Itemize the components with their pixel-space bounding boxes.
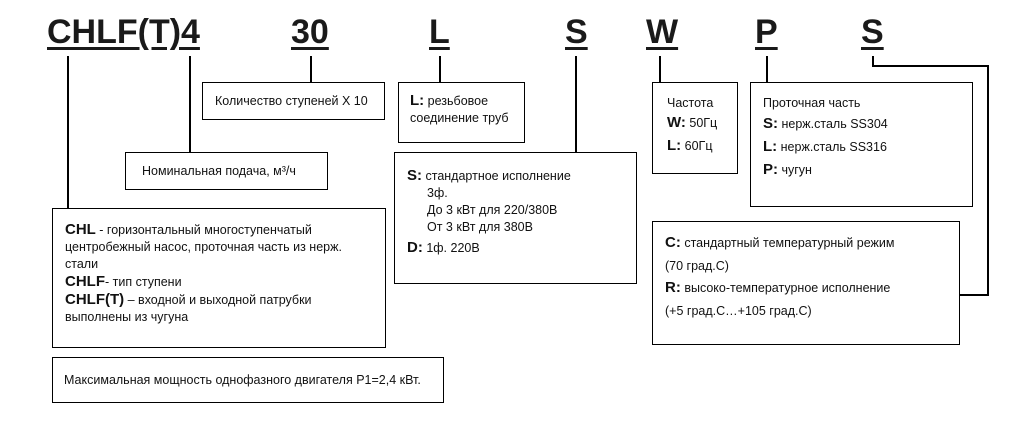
chl-description-box: CHL - горизонтальный многоступенчатый це…	[52, 208, 386, 348]
execution-line3: До 3 кВт для 220/380В	[427, 203, 558, 217]
frequency-title: Частота	[667, 96, 714, 110]
chl-text-c: стали	[65, 257, 99, 271]
temperature-r-text: высоко-температурное исполнение	[684, 281, 891, 295]
frequency-l-text: 60Гц	[684, 139, 713, 153]
code-execution: S	[565, 13, 588, 51]
chlf-text: - тип ступени	[105, 275, 182, 289]
stages-text: Количество ступеней X 10	[215, 94, 368, 108]
frequency-l-key: L:	[667, 137, 682, 154]
frequency-box: Частота W: 50Гц L: 60Гц	[652, 82, 738, 174]
code-temperature: S	[861, 13, 884, 51]
chlf-key: CHLF	[65, 273, 105, 290]
code-connection: L	[429, 13, 450, 51]
execution-d-text: 1ф. 220В	[426, 241, 480, 255]
execution-box: S: стандартное исполнение 3ф. До 3 кВт д…	[394, 152, 637, 284]
temperature-r-sub: (+5 град.С…+105 град.С)	[665, 304, 812, 318]
material-s-text: нерж.сталь SS304	[781, 117, 888, 131]
chl-key: CHL	[65, 221, 96, 238]
temperature-c-text: стандартный температурный режим	[684, 236, 895, 250]
code-chlf: CHLF(T)	[47, 13, 182, 51]
stages-box: Количество ступеней X 10	[202, 82, 385, 120]
frequency-w-text: 50Гц	[689, 116, 718, 130]
material-s-key: S:	[763, 115, 778, 132]
chl-text-b: центробежный насос, проточная часть из н…	[65, 240, 342, 254]
frequency-w-key: W:	[667, 114, 686, 131]
temperature-box: C: стандартный температурный режим (70 г…	[652, 221, 960, 345]
temperature-r-key: R:	[665, 279, 681, 296]
connection-line1: резьбовое	[427, 94, 489, 108]
code-flow: 4	[181, 13, 200, 51]
chl-text-a: - горизонтальный многоступенчатый	[95, 223, 312, 237]
chlft-text-a: – входной и выходной патрубки	[124, 293, 312, 307]
connector-temp	[872, 56, 989, 296]
execution-s-key: S:	[407, 167, 422, 184]
temperature-c-sub: (70 град.С)	[665, 259, 729, 273]
chlft-text-b: выполнены из чугуна	[65, 310, 189, 324]
material-p-text: чугун	[781, 163, 812, 177]
material-l-text: нерж.сталь SS316	[780, 140, 887, 154]
flow-box: Номинальная подача, м³/ч	[125, 152, 328, 190]
flow-text: Номинальная подача, м³/ч	[142, 164, 296, 178]
connection-line2: соединение труб	[410, 111, 509, 125]
power-note-text: Максимальная мощность однофазного двигат…	[64, 373, 421, 387]
chlft-key: CHLF(T)	[65, 291, 125, 308]
code-frequency: W	[646, 13, 679, 51]
execution-d-key: D:	[407, 239, 423, 256]
execution-line2: 3ф.	[427, 186, 448, 200]
material-box: Проточная часть S: нерж.сталь SS304 L: н…	[750, 82, 973, 207]
material-p-key: P:	[763, 161, 778, 178]
execution-line4: От 3 кВт для 380В	[427, 220, 533, 234]
code-stages: 30	[291, 13, 329, 51]
material-title: Проточная часть	[763, 96, 861, 110]
connection-box: L: резьбовое соединение труб	[398, 82, 525, 143]
material-l-key: L:	[763, 138, 778, 155]
temperature-c-key: C:	[665, 234, 681, 251]
connection-key: L:	[410, 92, 425, 109]
execution-s-text: стандартное исполнение	[425, 169, 571, 183]
code-material: P	[755, 13, 778, 51]
power-note-box: Максимальная мощность однофазного двигат…	[52, 357, 444, 403]
